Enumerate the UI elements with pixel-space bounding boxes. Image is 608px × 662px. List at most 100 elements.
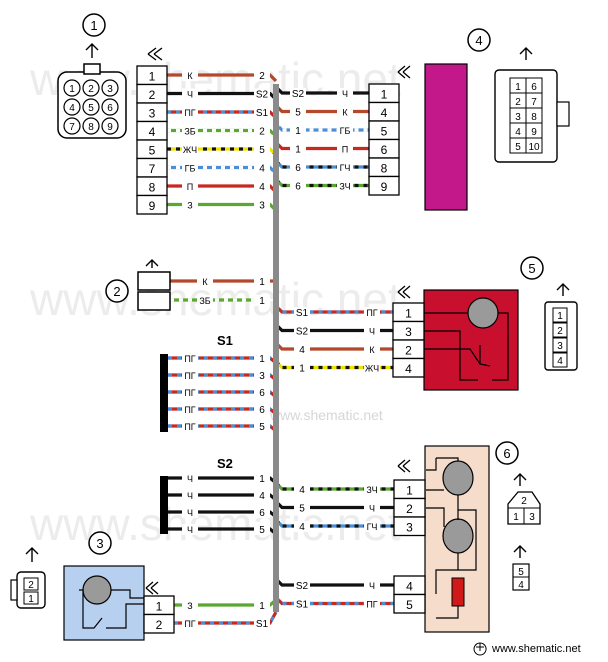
wire-end-label: 5	[299, 504, 305, 515]
wire-end-bg	[294, 307, 310, 318]
pin-socket	[82, 98, 100, 116]
wire-end-bg	[254, 162, 270, 174]
wire-code-label: ПГ	[184, 619, 195, 629]
wire-label-bg	[182, 199, 198, 211]
wire-end-label: 6	[259, 405, 265, 416]
pin-number: 8	[88, 122, 94, 133]
internal-wiring	[424, 312, 509, 381]
pin-number: 4	[406, 580, 413, 594]
wire-code-label: Ч	[187, 525, 193, 535]
pin-number: 4	[381, 106, 388, 120]
wire-code-label: ЗБ	[184, 127, 195, 137]
pin-number: 6	[531, 82, 537, 93]
wire-label-bg	[364, 521, 380, 532]
component-number: 4	[475, 33, 482, 48]
wire-end-bg	[254, 181, 270, 192]
pin-number: 9	[149, 199, 156, 213]
component-3: 3 2 1 12	[10, 531, 175, 641]
wire-end-bg	[254, 507, 270, 518]
wire-code-label: ПГ	[184, 422, 195, 432]
wire-end-bg	[254, 295, 270, 306]
wire-label-bg	[337, 88, 353, 99]
wire-end-bg	[254, 473, 270, 484]
pin-number: 1	[557, 311, 563, 322]
wire-label-bg	[182, 370, 198, 381]
wire-code-label: ГБ	[340, 126, 351, 136]
wire-end-bg	[254, 490, 270, 501]
pin-number: 1	[381, 88, 388, 102]
wire-m4-4	[274, 141, 369, 151]
pin-socket	[101, 117, 119, 135]
wire-label-bg	[182, 421, 198, 432]
wire-end-bg	[254, 618, 270, 629]
svg-text:2: 2	[521, 496, 527, 507]
wire-label-bg	[364, 307, 380, 318]
wire-code-label: ГЧ	[340, 163, 351, 173]
pin-number: 2	[149, 88, 156, 102]
connector-housing	[137, 271, 171, 291]
wire-end-label: 1	[259, 277, 265, 288]
wire-code-label: ПГ	[184, 354, 195, 364]
pin-number: 1	[515, 82, 521, 93]
plug-symbol-icon	[397, 285, 411, 299]
wire-label-bg	[182, 70, 198, 81]
wire-code-label: ПГ	[184, 108, 195, 118]
pin-cell	[552, 352, 568, 368]
pin-number: 9	[531, 127, 537, 138]
plug-symbol-icon	[145, 581, 159, 595]
plug-symbol-icon	[397, 459, 411, 473]
wire-end-bg	[290, 180, 306, 192]
wire-label-bg	[182, 507, 198, 518]
wire-code-label: К	[342, 108, 348, 118]
wire-end-bg	[254, 353, 270, 364]
wire-end-label: 6	[295, 182, 301, 193]
wire-label-bg	[182, 181, 198, 192]
pin-number: 4	[515, 127, 521, 138]
pin-number: 8	[531, 112, 537, 123]
pin-socket	[82, 117, 100, 135]
wire-label-bg	[197, 295, 213, 306]
wire-code-label: П	[342, 145, 348, 155]
svg-text:4: 4	[518, 580, 524, 591]
wire-end-label: 3	[259, 201, 265, 212]
wire-code-label: Ч	[187, 491, 193, 501]
pin-cell	[552, 337, 568, 353]
wire-label-bg	[364, 484, 380, 495]
svg-text:3: 3	[529, 512, 535, 523]
wire-end-label: S2	[296, 581, 309, 592]
wire-code-label: З	[187, 601, 192, 611]
wire-code-label: П	[187, 182, 193, 192]
connector-face: 2 1 3	[507, 491, 541, 525]
wire-end-bg	[254, 370, 270, 381]
connector-symbol-icon	[556, 283, 570, 296]
footer-credit: www.shematic.net	[473, 642, 581, 656]
connector-face: 2 1	[10, 571, 46, 609]
connector-housing	[137, 291, 171, 311]
wire-end-label: 4	[299, 345, 305, 356]
wire-end-label: 5	[259, 525, 265, 536]
wire-code-label: ЖЧ	[183, 145, 197, 155]
pin-number: 9	[381, 180, 388, 194]
wire-end-bg	[254, 524, 270, 535]
wire-code-label: Ч	[187, 90, 193, 100]
pin-number: 5	[149, 144, 156, 158]
wire-end-bg	[290, 88, 306, 99]
wire-end-bg	[254, 404, 270, 415]
wire-end-label: S1	[296, 600, 309, 611]
wire-label-bg	[337, 180, 353, 192]
wire-end-label: S1	[256, 619, 269, 630]
wire-end-label: 2	[259, 71, 265, 82]
pin-number: 7	[149, 162, 156, 176]
pin-number: 5	[515, 142, 521, 153]
pin-number: 3	[557, 341, 563, 352]
wire-code-label: К	[202, 277, 208, 287]
pin-cell	[393, 516, 426, 537]
wire-end-bg	[294, 521, 310, 532]
wire-label-bg	[182, 524, 198, 535]
